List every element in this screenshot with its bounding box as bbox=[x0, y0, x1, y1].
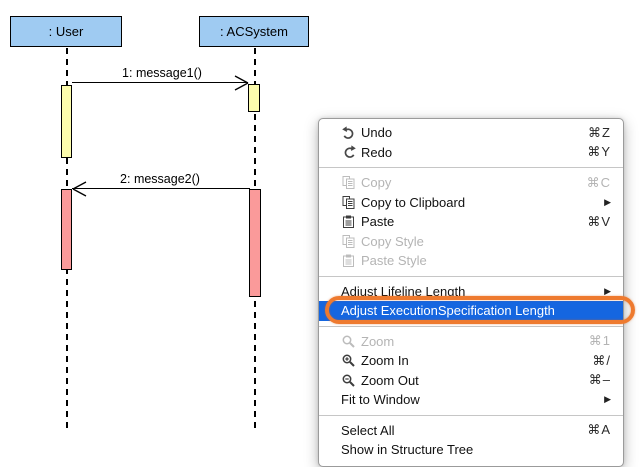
copy-icon bbox=[341, 176, 356, 190]
paste-icon bbox=[341, 254, 356, 268]
submenu-arrow-icon: ▶ bbox=[604, 394, 611, 405]
lifeline-head-user-label: : User bbox=[48, 24, 84, 39]
context-menu: Undo ⌘Z Redo ⌘Y Copy ⌘C Copy to Clipboar… bbox=[318, 118, 624, 467]
execution-spec-acsystem-2[interactable] bbox=[249, 189, 261, 297]
menu-item-fit-to-window[interactable]: Fit to Window ▶ bbox=[341, 392, 611, 408]
message2-line[interactable] bbox=[72, 188, 250, 189]
zoom-out-icon bbox=[341, 373, 356, 387]
zoom-icon bbox=[341, 334, 356, 348]
menu-item-paste-style[interactable]: Paste Style bbox=[319, 251, 623, 271]
menu-item-zoom-in[interactable]: Zoom In ⌘/ bbox=[319, 351, 623, 371]
message2-arrowhead-icon bbox=[72, 181, 87, 197]
menu-separator bbox=[319, 275, 623, 277]
submenu-arrow-icon: ▶ bbox=[604, 196, 611, 207]
lifeline-head-user[interactable]: : User bbox=[10, 16, 122, 47]
menu-item-copy-to-clipboard[interactable]: Copy to Clipboard ▶ bbox=[319, 193, 623, 213]
execution-spec-user-2[interactable] bbox=[61, 189, 72, 270]
copy-icon bbox=[341, 195, 356, 209]
menu-separator bbox=[319, 167, 623, 168]
message1-line[interactable] bbox=[72, 82, 248, 83]
menu-item-adjust-executionspecification-length[interactable]: Adjust ExecutionSpecification Length bbox=[319, 301, 623, 321]
lifeline-head-acsystem[interactable]: : ACSystem bbox=[199, 16, 309, 47]
copy-icon bbox=[341, 234, 356, 248]
submenu-arrow-icon: ▶ bbox=[604, 285, 611, 296]
execution-spec-user-1[interactable] bbox=[61, 85, 72, 158]
menu-item-zoom-out[interactable]: Zoom Out ⌘– bbox=[319, 371, 623, 391]
redo-icon bbox=[341, 145, 356, 159]
menu-item-adjust-lifeline-length[interactable]: Adjust Lifeline Length ▶ bbox=[341, 283, 611, 299]
lifeline-head-acsystem-label: : ACSystem bbox=[220, 24, 288, 39]
execution-spec-acsystem-1[interactable] bbox=[248, 84, 260, 112]
menu-item-undo[interactable]: Undo ⌘Z bbox=[319, 123, 623, 143]
menu-item-paste[interactable]: Paste ⌘V bbox=[319, 212, 623, 232]
message2-label[interactable]: 2: message2() bbox=[120, 172, 200, 186]
menu-item-copy-style[interactable]: Copy Style bbox=[319, 232, 623, 252]
menu-item-select-all[interactable]: Select All ⌘A bbox=[341, 422, 611, 438]
menu-separator bbox=[319, 325, 623, 327]
menu-item-redo[interactable]: Redo ⌘Y bbox=[319, 143, 623, 163]
menu-separator bbox=[319, 414, 623, 416]
message1-label[interactable]: 1: message1() bbox=[122, 66, 202, 80]
zoom-in-icon bbox=[341, 354, 356, 368]
paste-icon bbox=[341, 215, 356, 229]
menu-item-zoom[interactable]: Zoom ⌘1 bbox=[319, 332, 623, 352]
menu-item-copy[interactable]: Copy ⌘C bbox=[319, 173, 623, 193]
undo-icon bbox=[341, 126, 356, 140]
message1-arrowhead-icon bbox=[234, 75, 249, 91]
